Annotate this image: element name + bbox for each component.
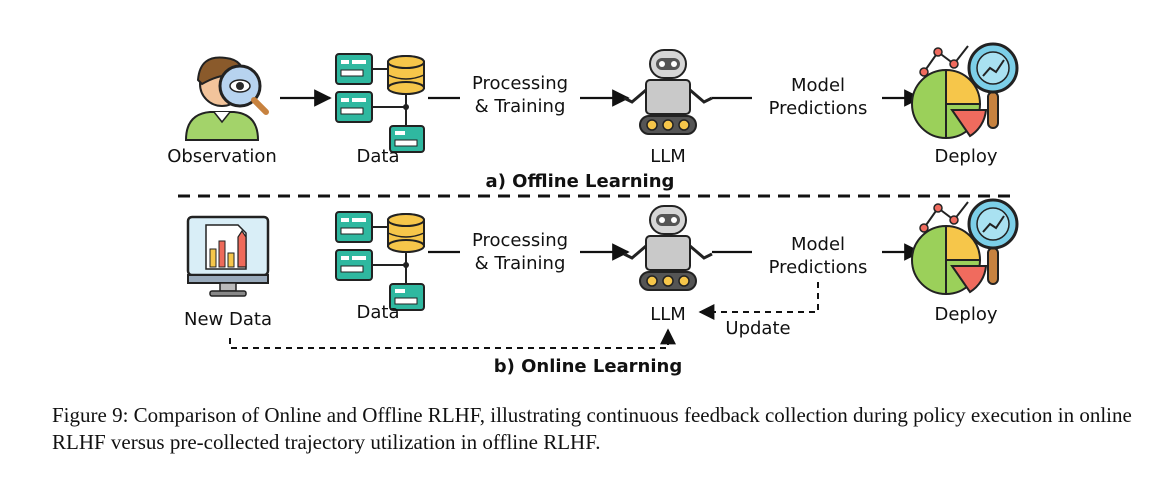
node-label-data: Data <box>357 146 400 167</box>
node-label-llm: LLM <box>650 304 686 325</box>
edge-label-model: Model <box>791 234 845 255</box>
robot-icon <box>622 48 714 136</box>
node-label-deploy: Deploy <box>934 146 997 167</box>
analytics-deploy-icon <box>910 42 1019 140</box>
node-label-deploy: Deploy <box>934 304 997 325</box>
robot-icon <box>622 204 714 292</box>
edge-label-processing: Processing <box>472 230 568 251</box>
edge-label-training: & Training <box>475 253 566 274</box>
online-section: New Data Data Processing & Training LLM … <box>184 198 1019 377</box>
edge-label-model: Model <box>791 75 845 96</box>
edge-label-predictions: Predictions <box>769 257 868 278</box>
section-title-online: b) Online Learning <box>494 356 683 377</box>
analytics-deploy-icon <box>910 198 1019 296</box>
edge-label-update: Update <box>725 318 790 339</box>
figure-caption: Figure 9: Comparison of Online and Offli… <box>52 403 1132 454</box>
edge-update-feedback <box>698 282 819 320</box>
offline-section: Observation Data Processing & Training L… <box>167 42 1019 192</box>
node-label-new-data: New Data <box>184 309 272 330</box>
edge-label-predictions: Predictions <box>769 98 868 119</box>
node-label-data: Data <box>357 302 400 323</box>
person-magnifier-icon <box>184 56 269 141</box>
database-servers-icon <box>335 53 425 153</box>
database-servers-icon <box>335 211 425 311</box>
monitor-chart-icon <box>186 215 270 297</box>
node-label-llm: LLM <box>650 146 686 167</box>
node-label-observation: Observation <box>167 146 277 167</box>
edge-newdata-to-llm <box>229 328 676 349</box>
edge-label-processing: Processing <box>472 73 568 94</box>
edge-label-training: & Training <box>475 96 566 117</box>
section-title-offline: a) Offline Learning <box>486 171 675 192</box>
